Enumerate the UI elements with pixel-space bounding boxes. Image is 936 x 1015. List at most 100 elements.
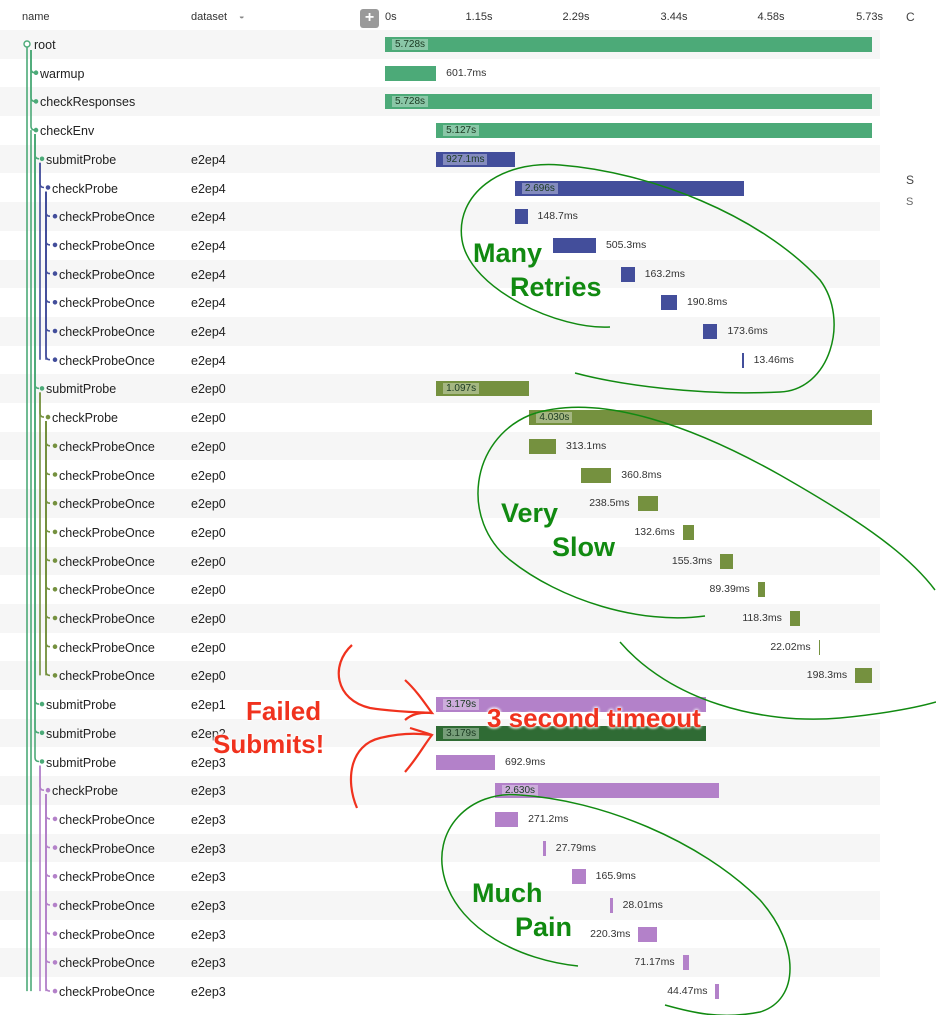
span-bar[interactable] [720, 553, 734, 569]
span-dataset: e2ep3 [191, 784, 226, 799]
span-bar[interactable] [757, 582, 766, 598]
span-dataset: e2ep3 [191, 927, 226, 942]
span-bar[interactable] [543, 840, 546, 856]
span-bar[interactable] [571, 869, 586, 885]
name-column-header[interactable]: name [22, 11, 50, 23]
span-name: checkProbeOnce [59, 956, 155, 971]
annotation-text: Retries [510, 272, 602, 302]
span-bar[interactable] [742, 352, 744, 368]
span-bar[interactable] [514, 209, 528, 225]
span-duration-label: 132.6ms [634, 525, 675, 538]
span-bar[interactable] [529, 438, 556, 454]
span-dataset: e2ep4 [191, 152, 226, 167]
span-bar[interactable]: 2.630s [495, 783, 719, 799]
span-dataset: e2ep0 [191, 439, 226, 454]
span-bar[interactable] [610, 898, 613, 913]
span-bar[interactable] [495, 811, 519, 827]
span-duration-label: 155.3ms [671, 554, 713, 567]
dataset-column-header[interactable]: dataset [191, 11, 228, 23]
span-duration-label: 692.9ms [505, 755, 546, 768]
span-bar[interactable] [682, 955, 689, 971]
span-duration-label: 13.46ms [753, 353, 794, 366]
span-bar[interactable] [580, 467, 612, 483]
span-bar[interactable] [660, 295, 677, 311]
span-bar[interactable] [682, 524, 694, 540]
span-bar[interactable] [637, 496, 658, 512]
timeline-header: name dataset ◒ + 0s 1.15s 2.29s 3.44s 4.… [0, 0, 936, 30]
axis-tick: 5.73s [856, 11, 883, 23]
annotation-text: Failed [246, 696, 322, 726]
span-bar[interactable]: 1.097s [436, 381, 530, 397]
span-bar[interactable]: 3.179s [436, 725, 707, 741]
span-bar[interactable]: 2.696s [514, 180, 745, 196]
span-duration-label: 5.127s [443, 125, 480, 137]
span-name: checkProbeOnce [59, 353, 155, 368]
span-bar[interactable]: 5.728s [385, 37, 872, 52]
span-bar[interactable] [818, 639, 821, 655]
span-duration-label: 2.630s [502, 785, 539, 797]
span-name: checkProbeOnce [59, 238, 155, 253]
span-dataset: e2ep4 [191, 325, 226, 339]
span-duration-label: 3.179s [443, 699, 480, 711]
span-bar[interactable] [638, 926, 658, 942]
span-name: checkProbeOnce [59, 841, 155, 856]
span-dataset: e2ep0 [191, 468, 226, 483]
sort-icon[interactable]: ◒ [239, 11, 245, 21]
span-bar[interactable] [436, 754, 495, 770]
span-bar[interactable] [789, 611, 800, 626]
annotation-text: Many [473, 238, 543, 268]
axis-tick: 2.29s [562, 11, 590, 23]
span-name: warmup [40, 66, 85, 81]
span-bar[interactable] [855, 668, 872, 684]
span-duration-label: 3.179s [443, 727, 480, 739]
span-dataset: e2ep3 [191, 755, 226, 770]
span-bar[interactable] [715, 984, 720, 1000]
span-bar[interactable] [702, 324, 718, 339]
span-bar[interactable]: 5.127s [436, 123, 872, 139]
plus-icon[interactable]: + [360, 9, 379, 28]
span-dataset: e2ep3 [191, 899, 226, 913]
span-bar[interactable]: 4.030s [529, 410, 872, 426]
span-name: submitProbe [46, 382, 117, 397]
span-bar[interactable] [553, 237, 596, 253]
span-bar[interactable] [620, 266, 635, 282]
annotation-text: Submits! [213, 729, 325, 759]
span-bar[interactable]: 927.1ms [436, 151, 515, 167]
span-bar[interactable] [385, 65, 437, 81]
span-bar[interactable]: 5.728s [385, 94, 872, 110]
